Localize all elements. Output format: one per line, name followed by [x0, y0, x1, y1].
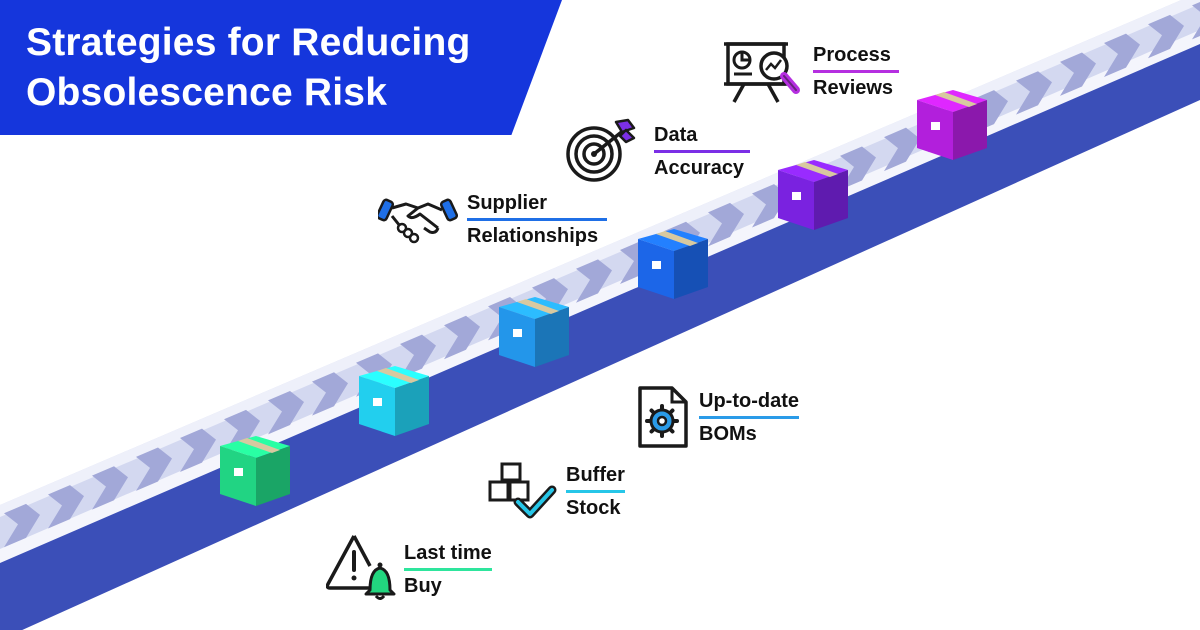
title-banner — [0, 0, 562, 135]
belt-chevron — [4, 503, 40, 548]
belt-chevron — [136, 447, 172, 491]
package-box — [220, 436, 290, 506]
warning-bell-icon — [326, 535, 396, 600]
package-box — [778, 160, 848, 230]
belt-chevron — [576, 259, 612, 303]
belt-chevron — [1148, 14, 1184, 59]
document-gear-icon — [638, 386, 688, 448]
belt-chevron — [312, 372, 348, 416]
page-title: Strategies for Reducing Obsolescence Ris… — [26, 21, 471, 114]
strategy-label-line2: BOMs — [699, 423, 757, 445]
strategy-label-line2: Buy — [404, 575, 442, 597]
strategy-label-line2: Relationships — [467, 225, 599, 247]
belt-chevron — [92, 466, 128, 510]
package-box — [917, 90, 987, 160]
strategy-label-line2: Reviews — [813, 77, 894, 99]
belt-chevron — [224, 409, 260, 454]
strategy-label-line1: Last time — [404, 538, 492, 571]
strategy-label-line1: Buffer — [566, 460, 625, 493]
belt-rail-top — [0, 0, 1200, 517]
package-box — [638, 229, 708, 299]
belt-chevron — [444, 315, 480, 360]
strategy-label-line2: Stock — [566, 497, 621, 519]
strategy-label-buffer-stock: Buffer Stock — [566, 460, 625, 523]
belt-chevron — [1060, 52, 1096, 96]
strategy-label-line1: Up-to-date — [699, 386, 799, 419]
strategy-label-supplier-relationships: Supplier Relationships — [467, 188, 607, 251]
strategy-label-line1: Supplier — [467, 188, 607, 221]
presentation-magnifier-icon — [724, 42, 800, 103]
belt-chevron — [48, 485, 84, 529]
boxes-check-icon — [488, 462, 557, 519]
belt-chevron — [1104, 33, 1140, 78]
package-box — [499, 297, 569, 367]
handshake-icon — [378, 198, 458, 244]
belt-chevron — [180, 428, 216, 473]
belt-side — [0, 40, 1200, 630]
strategy-label-data-accuracy: Data Accuracy — [654, 120, 750, 183]
strategy-label-up-to-date-boms: Up-to-date BOMs — [699, 386, 799, 449]
belt-chevron — [708, 202, 744, 247]
strategy-label-last-time-buy: Last time Buy — [404, 538, 492, 601]
strategy-label-line1: Process — [813, 40, 899, 73]
strategy-label-line2: Accuracy — [654, 157, 745, 179]
target-dart-icon — [566, 118, 636, 182]
belt-chevron — [1016, 71, 1052, 115]
package-box — [359, 366, 429, 436]
belt-chevron — [268, 391, 304, 435]
strategy-label-process-reviews: Process Reviews — [813, 40, 899, 103]
strategy-label-line1: Data — [654, 120, 750, 153]
belt-chevron — [840, 146, 876, 190]
belt-chevron — [400, 334, 436, 378]
belt-chevron — [884, 127, 920, 172]
